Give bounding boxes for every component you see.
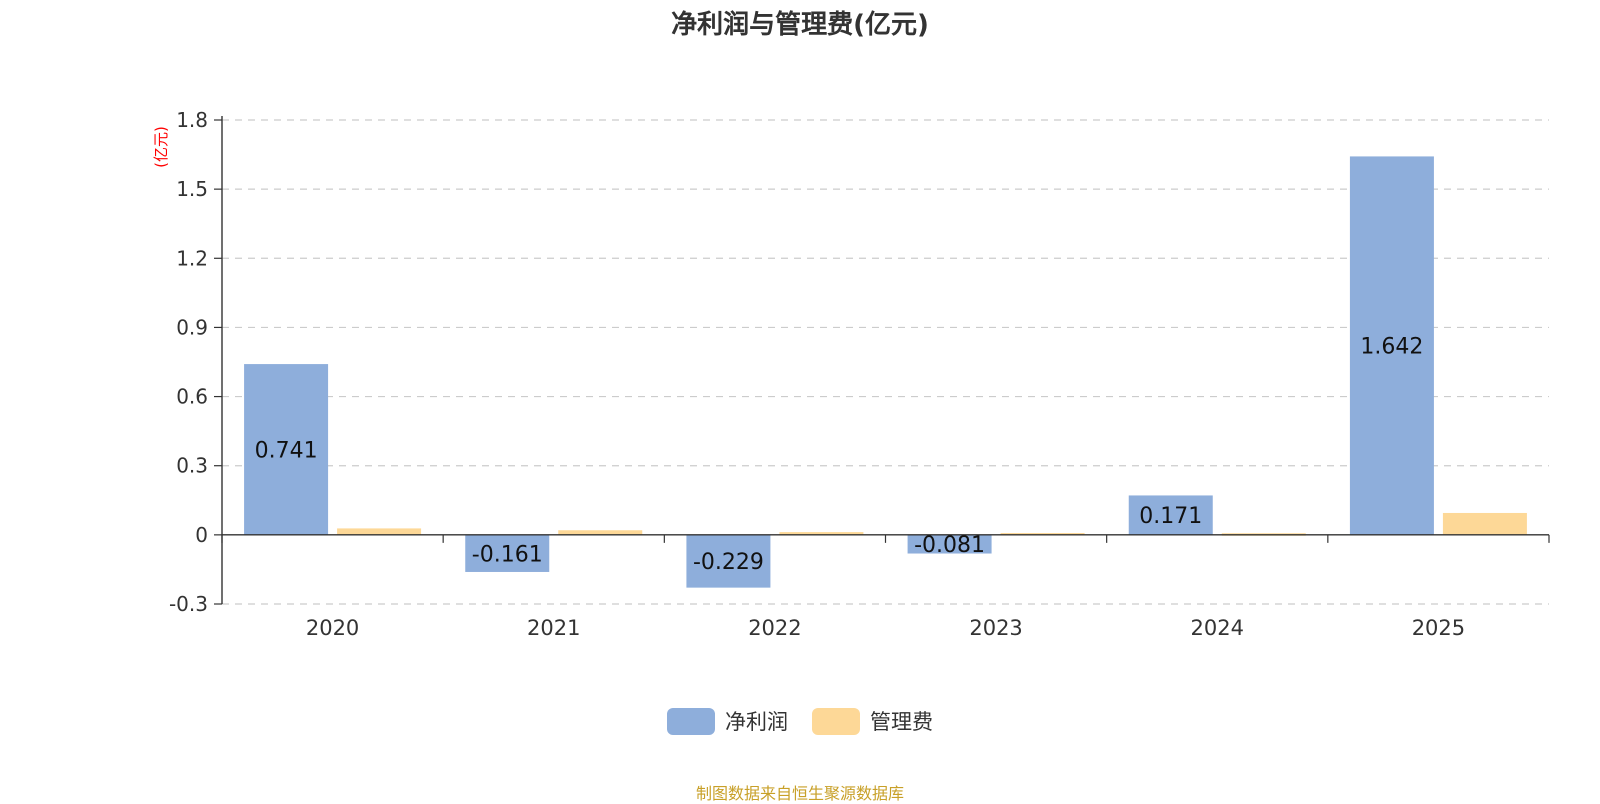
bar-net-profit-2025 bbox=[1349, 156, 1434, 535]
chart-title: 净利润与管理费(亿元) bbox=[671, 10, 929, 40]
legend: 净利润 管理费 bbox=[0, 706, 1600, 736]
bar-admin-expense-2020 bbox=[337, 528, 422, 535]
legend-label-net-profit: 净利润 bbox=[725, 710, 788, 734]
legend-item-admin-expense[interactable]: 管理费 bbox=[812, 706, 933, 736]
data-label: 0.171 bbox=[1139, 504, 1202, 529]
y-tick-label: 1.5 bbox=[176, 177, 208, 201]
y-tick-label: 0.6 bbox=[176, 385, 208, 409]
grid-lines bbox=[222, 119, 1549, 605]
data-label: -0.229 bbox=[693, 550, 764, 575]
y-tick-label: 0.3 bbox=[176, 454, 208, 478]
data-label: -0.161 bbox=[472, 542, 543, 567]
bar-admin-expense-2025 bbox=[1442, 512, 1527, 535]
data-label: -0.081 bbox=[914, 533, 985, 558]
data-label: 0.741 bbox=[255, 438, 318, 463]
bar-net-profit-2021 bbox=[465, 534, 550, 572]
y-tick-label: 0.9 bbox=[176, 315, 208, 339]
data-label: 1.642 bbox=[1360, 335, 1423, 360]
legend-swatch-net-profit bbox=[667, 707, 715, 735]
x-tick-label: 2020 bbox=[306, 616, 359, 640]
y-axis-unit-label: (亿元) bbox=[152, 126, 170, 168]
bar-net-profit-2024 bbox=[1128, 495, 1213, 535]
bars bbox=[244, 156, 1527, 588]
legend-item-net-profit[interactable]: 净利润 bbox=[667, 706, 788, 736]
x-tick-label: 2021 bbox=[527, 616, 580, 640]
y-tick-label: 1.2 bbox=[176, 246, 208, 270]
bar-admin-expense-2021 bbox=[558, 530, 643, 535]
x-tick-label: 2025 bbox=[1412, 616, 1465, 640]
legend-swatch-admin-expense bbox=[812, 707, 860, 735]
x-tick-label: 2024 bbox=[1191, 616, 1244, 640]
labels: 1.8 1.5 1.2 0.9 0.6 0.3 0 -0.3 (亿元) 0.741 2020 -0.1… bbox=[152, 108, 1465, 640]
y-tick-label: -0.3 bbox=[169, 592, 208, 616]
x-tick-label: 2023 bbox=[969, 616, 1022, 640]
x-tick-label: 2022 bbox=[748, 616, 801, 640]
source-note: 制图数据来自恒生聚源数据库 bbox=[695, 784, 904, 803]
y-tick-label: 0 bbox=[195, 523, 208, 547]
legend-label-admin-expense: 管理费 bbox=[870, 710, 933, 734]
y-tick-label: 1.8 bbox=[176, 108, 208, 132]
bar-net-profit-2020 bbox=[244, 364, 329, 535]
bar-net-profit-2023 bbox=[907, 534, 992, 554]
bar-net-profit-2022 bbox=[686, 534, 771, 588]
axes bbox=[214, 116, 1550, 605]
bar-admin-expense-2022 bbox=[779, 532, 864, 535]
